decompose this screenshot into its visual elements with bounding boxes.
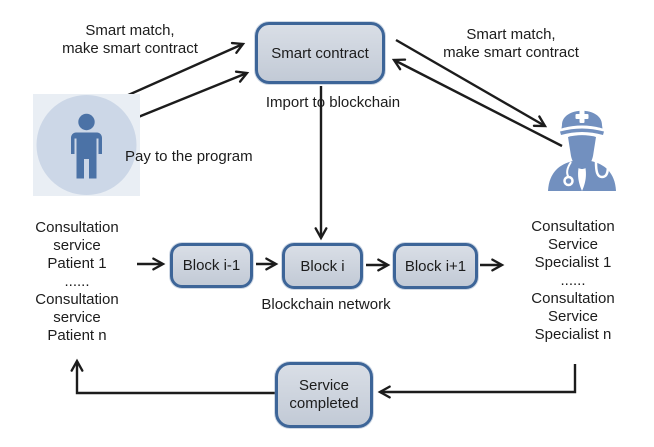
node-smart-contract: Smart contract	[255, 22, 385, 84]
node-block-i-1: Block i-1	[170, 243, 253, 288]
node-block-i-plus-1: Block i+1	[393, 243, 478, 289]
doctor-icon	[548, 110, 616, 191]
arrow-contract-to-specialist	[395, 38, 548, 128]
patient-person-icon	[33, 94, 140, 196]
node-block-i: Block i	[282, 243, 363, 289]
arrow-specialist-to-contract	[391, 58, 563, 148]
arrow-patient-to-contract-lower	[120, 70, 250, 126]
label-blockchain-network: Blockchain network	[261, 296, 391, 313]
label-patient-services: Consultation service Patient 1 ...... Co…	[35, 219, 119, 344]
node-service-completed: Service completed	[275, 362, 373, 428]
label-smart-match-left: Smart match, make smart contract	[62, 22, 198, 57]
label-import-to-blockchain: Import to blockchain	[265, 94, 401, 111]
arrow-specialist-to-service-completed	[377, 364, 577, 399]
label-specialist-services: Consultation Service Specialist 1 ......…	[531, 218, 615, 343]
label-pay-to-program: Pay to the program	[125, 148, 253, 165]
label-smart-match-right: Smart match, make smart contract	[443, 26, 579, 61]
arrow-service-completed-to-patient	[70, 358, 275, 395]
